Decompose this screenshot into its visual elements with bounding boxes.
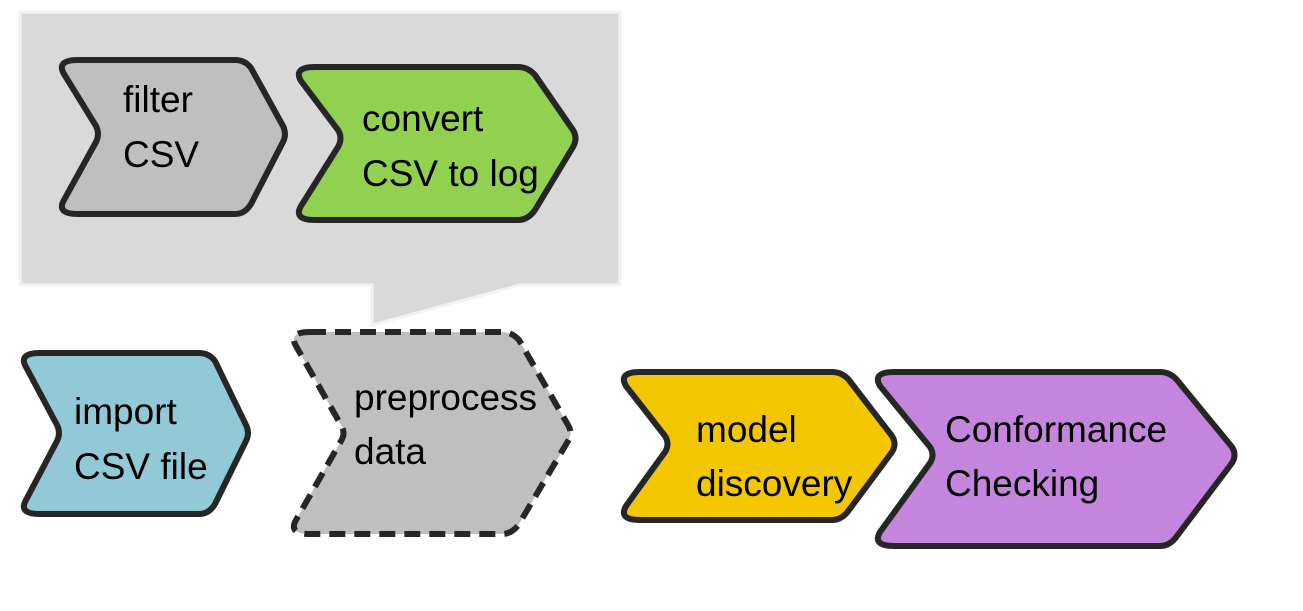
step-preprocess-data-label: preprocess data bbox=[354, 377, 547, 472]
step-preprocess-data-chevron bbox=[290, 329, 574, 537]
step-model-discovery-chevron bbox=[620, 369, 898, 523]
step-import-csv-file: import CSV file bbox=[20, 350, 251, 517]
step-filter-csv-label: filter CSV bbox=[123, 79, 203, 175]
step-conformance-checking: Conformance Checking bbox=[874, 369, 1238, 549]
step-filter-csv-line-1: filter bbox=[123, 79, 193, 120]
step-preprocess-data: preprocess data bbox=[290, 329, 574, 537]
step-import-line-2: CSV file bbox=[74, 446, 208, 487]
step-filter-csv: filter CSV bbox=[58, 57, 288, 217]
step-convert-csv-to-log-chevron bbox=[295, 64, 579, 223]
step-preprocess-line-2: data bbox=[354, 431, 426, 472]
step-conformance-line-1: Conformance bbox=[945, 409, 1167, 450]
step-preprocess-line-1: preprocess bbox=[354, 377, 537, 418]
step-model-line-1: model bbox=[696, 409, 797, 450]
step-model-discovery-label: model discovery bbox=[696, 409, 853, 504]
step-conformance-checking-chevron bbox=[874, 369, 1238, 549]
step-filter-csv-chevron bbox=[58, 57, 288, 217]
step-conformance-line-2: Checking bbox=[945, 463, 1099, 504]
step-filter-csv-line-2: CSV bbox=[123, 134, 199, 175]
step-convert-line-2: CSV to log bbox=[362, 153, 539, 194]
step-import-csv-file-chevron bbox=[20, 350, 251, 517]
step-conformance-checking-label: Conformance Checking bbox=[945, 409, 1177, 504]
step-model-line-2: discovery bbox=[696, 463, 853, 504]
step-model-discovery: model discovery bbox=[620, 369, 898, 523]
step-import-line-1: import bbox=[74, 391, 178, 432]
step-convert-csv-to-log-label: convert CSV to log bbox=[362, 98, 539, 194]
step-convert-line-1: convert bbox=[362, 98, 484, 139]
step-import-csv-file-label: import CSV file bbox=[74, 391, 208, 487]
step-convert-csv-to-log: convert CSV to log bbox=[295, 64, 579, 223]
